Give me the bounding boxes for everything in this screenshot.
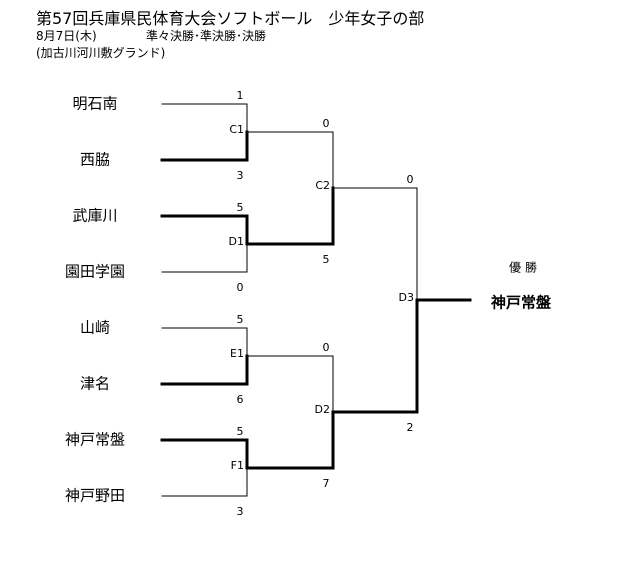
- match-id: D3: [399, 291, 414, 304]
- score-bottom: 7: [323, 477, 330, 490]
- team-name: 津名: [80, 375, 110, 393]
- match-id: C2: [315, 179, 330, 192]
- score-bottom: 6: [237, 393, 244, 406]
- team-name: 明石南: [72, 95, 117, 113]
- match-id: D1: [229, 235, 244, 248]
- score-top: 5: [237, 425, 244, 438]
- rounds-label: 準々決勝･準決勝･決勝: [146, 29, 267, 43]
- score-bottom: 5: [323, 253, 330, 266]
- champion-name: 神戸常盤: [491, 294, 552, 312]
- score-bottom: 3: [237, 169, 244, 182]
- score-top: 0: [323, 341, 330, 354]
- team-name: 武庫川: [72, 207, 117, 225]
- match-id: D2: [315, 403, 330, 416]
- team-name: 神戸野田: [65, 487, 125, 505]
- match-date: 8月7日(木): [36, 29, 97, 43]
- score-bottom: 3: [237, 505, 244, 518]
- match-id: F1: [231, 459, 244, 472]
- match-id: E1: [230, 347, 244, 360]
- score-bottom: 2: [407, 421, 414, 434]
- team-name: 西脇: [80, 151, 110, 169]
- schedule-line: 8月7日(木) 準々決勝･準決勝･決勝: [36, 27, 266, 44]
- team-name: 園田学園: [65, 263, 125, 281]
- score-top: 0: [407, 173, 414, 186]
- score-top: 0: [323, 117, 330, 130]
- match-id: C1: [229, 123, 244, 136]
- score-top: 5: [237, 313, 244, 326]
- score-top: 1: [237, 89, 244, 102]
- champion-label: 優勝: [509, 260, 541, 275]
- team-name: 山崎: [80, 319, 110, 337]
- venue-label: (加古川河川敷グランド): [36, 46, 166, 60]
- score-bottom: 0: [237, 281, 244, 294]
- team-name: 神戸常盤: [65, 431, 125, 449]
- score-top: 5: [237, 201, 244, 214]
- tournament-title: 第57回兵庫県民体育大会ソフトボール 少年女子の部: [36, 9, 425, 28]
